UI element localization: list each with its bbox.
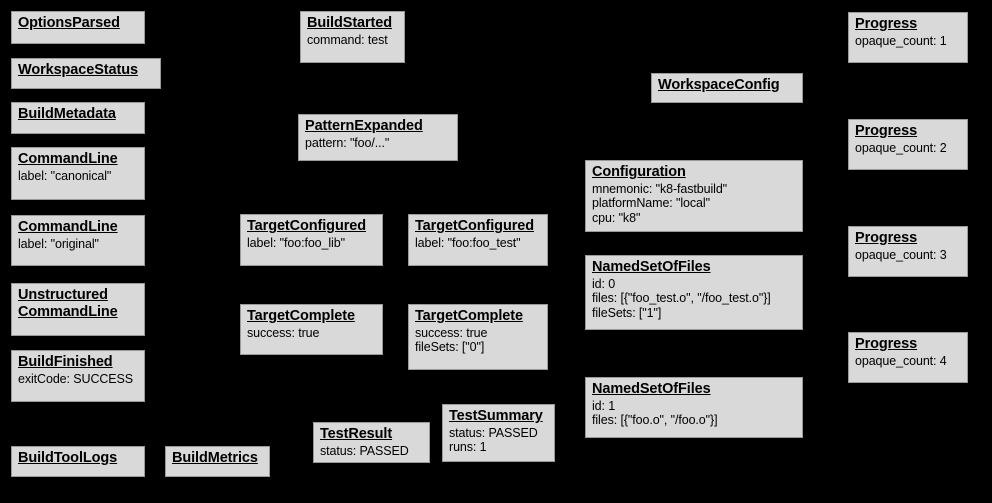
node-title: BuildStarted — [307, 15, 393, 31]
node-field: fileSets: ["0"] — [415, 340, 485, 355]
node-title: TestSummary — [449, 408, 543, 424]
node-field: success: true — [415, 325, 488, 340]
node-field: platformName: "local" — [592, 196, 710, 211]
node-field: opaque_count: 3 — [855, 247, 947, 262]
node-field: exitCode: SUCCESS — [18, 371, 134, 386]
node-fields: success: true — [247, 326, 376, 341]
node-title: NamedSetOfFiles — [592, 259, 711, 275]
node-fields: exitCode: SUCCESS — [18, 372, 138, 387]
node-title: Progress — [855, 230, 918, 246]
node-field: opaque_count: 1 — [855, 33, 947, 48]
node-field: opaque_count: 4 — [855, 353, 947, 368]
node-field: success: true — [247, 325, 320, 340]
node-title: TargetComplete — [415, 308, 523, 324]
node-title: Progress — [855, 336, 918, 352]
node-field: pattern: "foo/..." — [305, 135, 390, 150]
node-fields: opaque_count: 2 — [855, 141, 961, 156]
node-field: runs: 1 — [449, 440, 487, 455]
node-title: WorkspaceConfig — [658, 77, 780, 93]
node-fields: label: "canonical" — [18, 169, 138, 184]
node-fields: opaque_count: 4 — [855, 354, 961, 369]
node-title: WorkspaceStatus — [18, 62, 138, 78]
node-field: mnemonic: "k8-fastbuild" — [592, 181, 728, 196]
node-title: BuildFinished — [18, 354, 113, 370]
node-fields: pattern: "foo/..." — [305, 136, 451, 151]
node-fields: label: "original" — [18, 237, 138, 252]
node-workspace-config[interactable]: WorkspaceConfig — [651, 73, 803, 103]
node-field: id: 0 — [592, 276, 616, 291]
node-title: BuildMetrics — [172, 450, 258, 466]
node-title: Unstructured CommandLine — [18, 287, 118, 320]
node-fields: status: PASSED — [320, 444, 423, 459]
node-options-parsed[interactable]: OptionsParsed — [11, 11, 145, 44]
node-title: TargetConfigured — [415, 218, 534, 234]
node-title: Progress — [855, 16, 918, 32]
node-title: BuildToolLogs — [18, 450, 118, 466]
node-title: Configuration — [592, 164, 686, 180]
node-title: PatternExpanded — [305, 118, 423, 134]
node-workspace-status[interactable]: WorkspaceStatus — [11, 58, 161, 89]
node-fields: mnemonic: "k8-fastbuild"platformName: "l… — [592, 182, 796, 226]
node-fields: command: test — [307, 33, 398, 48]
node-build-tool-logs[interactable]: BuildToolLogs — [11, 446, 145, 477]
node-field: label: "original" — [18, 236, 99, 251]
node-field: status: PASSED — [320, 443, 409, 458]
node-title: BuildMetadata — [18, 106, 116, 122]
node-field: id: 1 — [592, 398, 616, 413]
node-title: Progress — [855, 123, 918, 139]
node-title: OptionsParsed — [18, 15, 120, 31]
node-field: files: [{"foo.o", "/foo.o"}] — [592, 413, 718, 428]
node-title: NamedSetOfFiles — [592, 381, 711, 397]
node-build-metadata[interactable]: BuildMetadata — [11, 102, 145, 134]
node-field: files: [{"foo_test.o", "/foo_test.o"}] — [592, 291, 771, 306]
node-title: CommandLine — [18, 219, 118, 235]
node-field: label: "canonical" — [18, 168, 112, 183]
node-title: TargetComplete — [247, 308, 355, 324]
node-field: label: "foo:foo_test" — [415, 235, 521, 250]
node-title: TestResult — [320, 426, 393, 442]
node-field: label: "foo:foo_lib" — [247, 235, 345, 250]
node-fields: label: "foo:foo_lib" — [247, 236, 376, 251]
node-title: TargetConfigured — [247, 218, 366, 234]
node-field: cpu: "k8" — [592, 210, 641, 225]
node-field: opaque_count: 2 — [855, 140, 947, 155]
node-field: status: PASSED — [449, 425, 538, 440]
node-fields: opaque_count: 1 — [855, 34, 961, 49]
node-field: command: test — [307, 32, 388, 47]
node-fields: label: "foo:foo_test" — [415, 236, 541, 251]
node-build-metrics[interactable]: BuildMetrics — [165, 446, 270, 477]
node-fields: opaque_count: 3 — [855, 248, 961, 263]
node-unstructured-command-line[interactable]: Unstructured CommandLine — [11, 283, 145, 336]
node-title: CommandLine — [18, 151, 118, 167]
node-field: fileSets: ["1"] — [592, 305, 662, 320]
